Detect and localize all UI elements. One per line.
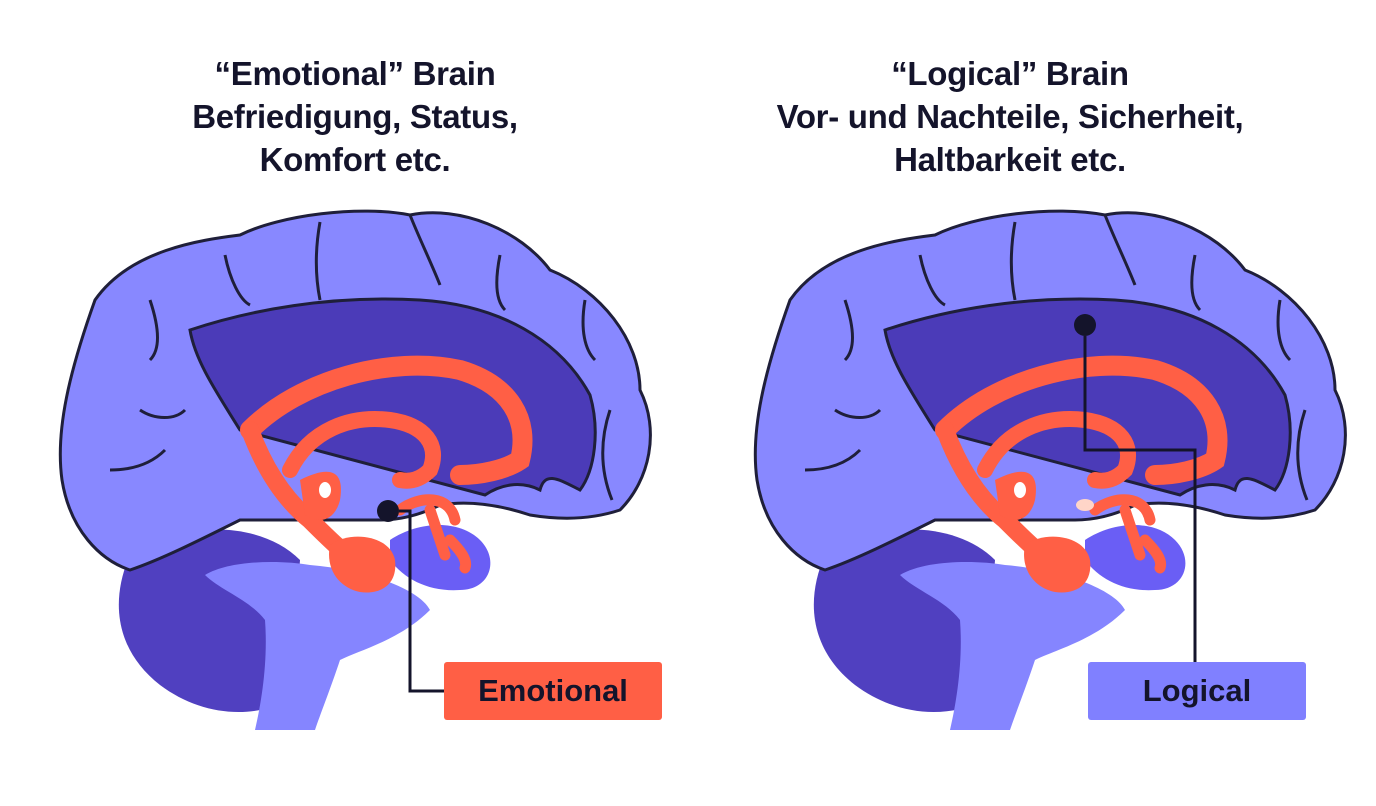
heading-line: Haltbarkeit etc. xyxy=(894,141,1126,178)
heading-line: “Emotional” Brain xyxy=(214,55,496,92)
logical-leader-line xyxy=(1083,336,1197,662)
emotional-leader-line xyxy=(399,509,444,693)
emotional-marker-dot xyxy=(377,500,399,522)
emotional-label: Emotional xyxy=(444,662,662,720)
heading-line: “Logical” Brain xyxy=(891,55,1129,92)
heading-line: Komfort etc. xyxy=(259,141,451,178)
logical-label: Logical xyxy=(1088,662,1306,720)
emotional-brain-illustration xyxy=(60,211,650,730)
heading-line: Befriedigung, Status, xyxy=(192,98,518,135)
logical-brain-illustration xyxy=(755,211,1345,730)
heading-line: Vor- und Nachteile, Sicherheit, xyxy=(776,98,1244,135)
logical-marker-dot xyxy=(1074,314,1096,336)
emotional-brain-heading: “Emotional” Brain Befriedigung, Status, … xyxy=(150,52,560,181)
logical-brain-heading: “Logical” Brain Vor- und Nachteile, Sich… xyxy=(740,52,1280,181)
